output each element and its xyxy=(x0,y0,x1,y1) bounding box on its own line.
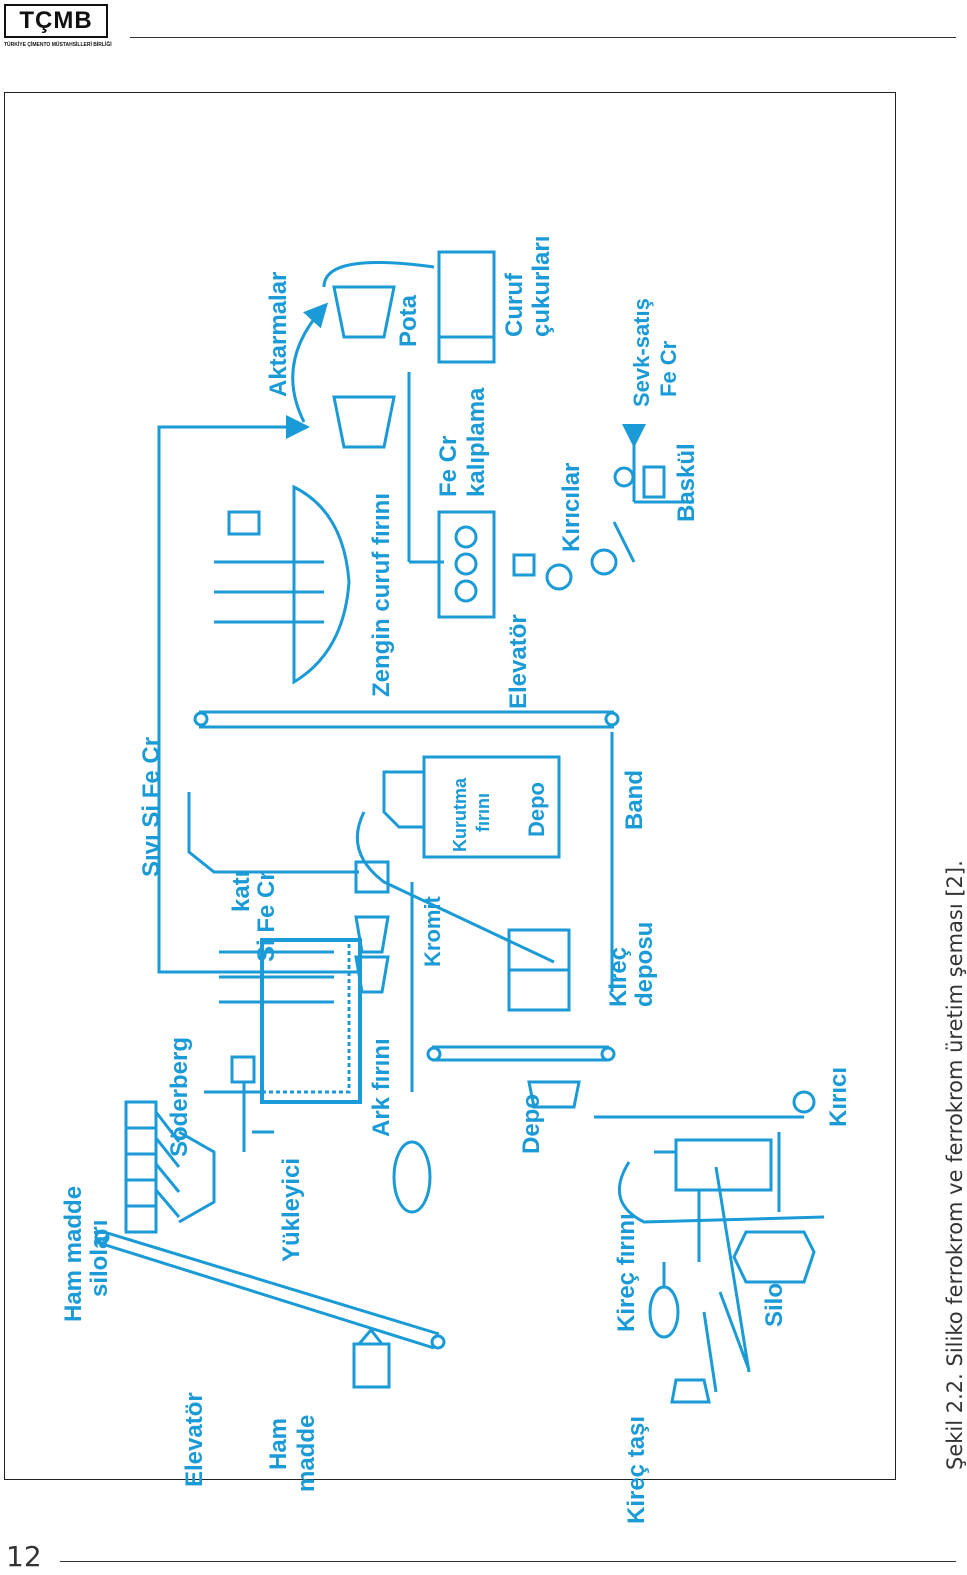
liquid-loop xyxy=(157,415,359,974)
raw-material-silos xyxy=(124,1100,216,1234)
label-pota: Pota xyxy=(395,294,422,347)
label-kati-1: katı xyxy=(228,871,255,912)
logo-text: TÇMB xyxy=(19,7,93,34)
figure-caption: Şekil 2.2. Siliko ferrokrom ve ferrokrom… xyxy=(943,860,967,1470)
label-sevk-2: Fe Cr xyxy=(656,340,681,397)
crusher xyxy=(792,1090,816,1114)
tcmb-logo: TÇMB TÜRKİYE ÇİMENTO MÜSTAHSİLLERİ BİRLİ… xyxy=(4,4,112,52)
label-kirec-deposu-1: Kireç xyxy=(605,947,632,1007)
footer-rule xyxy=(60,1561,956,1562)
elevator-belt xyxy=(103,1230,440,1336)
label-zengin-curuf: Zengin curuf fırını xyxy=(368,493,395,697)
rich-slag-furnace xyxy=(292,484,351,685)
ladle-1 xyxy=(332,395,396,449)
header-rule xyxy=(130,37,956,38)
label-curuf-2: çukurları xyxy=(528,236,555,337)
lime-kiln-weight xyxy=(648,1285,680,1339)
label-curuf-1: Curuf xyxy=(501,272,528,337)
arc-furnace xyxy=(260,938,362,1104)
loader xyxy=(230,1055,274,1152)
logo-box: TÇMB xyxy=(4,4,108,38)
slag-pits xyxy=(437,250,496,364)
label-kurutma-2: fırını xyxy=(473,793,493,832)
label-kromit: Kromit xyxy=(420,895,445,967)
label-ham-madde-silolari-2: siloları xyxy=(86,1220,113,1297)
label-kirec-tasi: Kireç taşı xyxy=(623,1416,650,1524)
label-soderberg: Söderberg xyxy=(166,1037,193,1157)
label-yukleyici: Yükleyici xyxy=(278,1158,305,1262)
chromite-weight xyxy=(392,1140,432,1214)
label-depo-mid: Depo xyxy=(524,782,549,837)
label-band: Band xyxy=(621,770,648,830)
solid-ladle-1 xyxy=(354,955,390,994)
label-aktarmalar: Aktarmalar xyxy=(265,272,292,397)
label-kirec-firini: Kireç fırını xyxy=(613,1213,640,1332)
label-sivi: Sıvı Si Fe Cr xyxy=(138,737,165,877)
label-kati-2: Si Fe Cr xyxy=(253,871,280,962)
fecr-casting xyxy=(437,510,496,619)
logo-subtitle: TÜRKİYE ÇİMENTO MÜSTAHSİLLERİ BİRLİĞİ xyxy=(4,42,112,48)
label-elevator-left: Elevatör xyxy=(181,1392,208,1487)
label-kiricilar: Kırıcılar xyxy=(558,463,585,552)
label-ark-firini: Ark fırını xyxy=(368,1038,395,1137)
label-depo-lower: Depo xyxy=(518,1094,545,1154)
label-baskul: Baskül xyxy=(673,443,700,522)
ladle-2 xyxy=(332,285,396,339)
raw-material-hopper xyxy=(352,1327,391,1389)
crusher-rolls xyxy=(545,563,573,591)
label-ham-madde-silolari-1: Ham madde xyxy=(60,1186,87,1322)
label-ham-madde-2: madde xyxy=(293,1415,320,1492)
page-number: 12 xyxy=(6,1540,42,1573)
label-ham-madde-1: Ham xyxy=(265,1418,292,1470)
silo xyxy=(732,1230,816,1284)
label-sevk-1: Sevk-satış xyxy=(629,298,654,407)
label-fecr-kaliplama-2: kalıplama xyxy=(463,387,490,497)
label-elevator-right: Elevatör xyxy=(505,614,532,709)
lime-kiln xyxy=(674,1138,773,1192)
label-fecr-kaliplama-1: Fe Cr xyxy=(435,436,462,497)
diagram-labels: Ham madde siloları Elevatör Ham madde Ki… xyxy=(60,236,852,1524)
label-kirec-deposu-2: deposu xyxy=(631,922,658,1007)
label-kirici: Kırıcı xyxy=(825,1067,852,1127)
scale-gauge xyxy=(613,466,635,488)
process-diagram: Ham madde siloları Elevatör Ham madde Ki… xyxy=(60,236,852,1524)
label-kurutma-1: Kurutma xyxy=(450,777,470,852)
figure-frame xyxy=(4,92,896,1480)
label-silo: Silo xyxy=(761,1283,788,1327)
